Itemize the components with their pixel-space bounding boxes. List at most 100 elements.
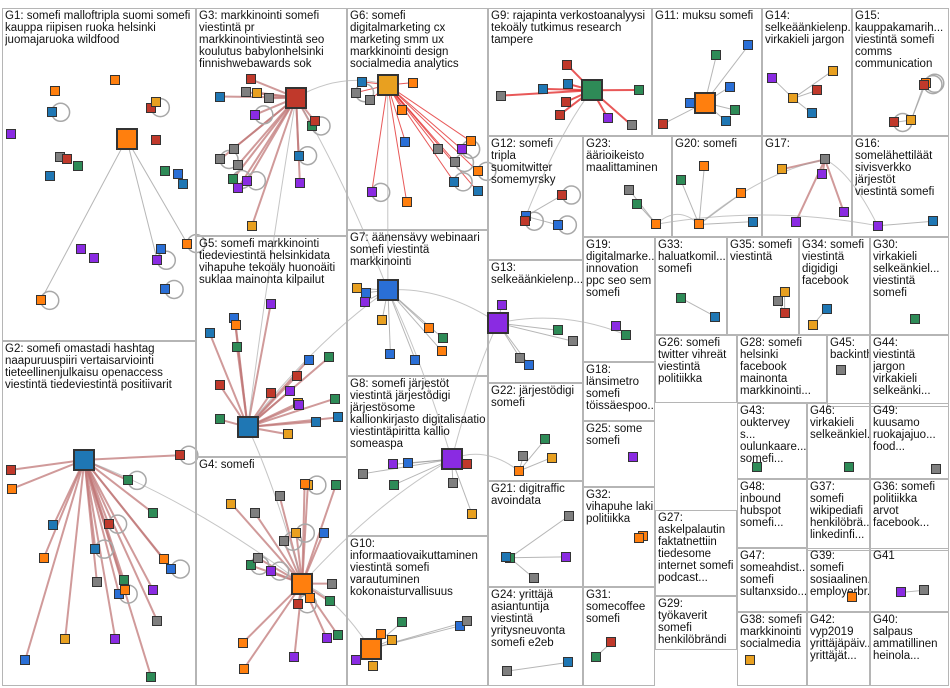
group-g27: G27: askelpalautin faktatnettiin tiedeso… bbox=[655, 510, 737, 596]
graph-node bbox=[472, 186, 483, 197]
intra-group-edge bbox=[208, 332, 249, 428]
graph-node bbox=[152, 615, 163, 626]
graph-node bbox=[743, 40, 754, 51]
graph-node bbox=[736, 188, 747, 199]
graph-node bbox=[606, 637, 617, 648]
graph-node bbox=[291, 370, 302, 381]
graph-node bbox=[540, 434, 551, 445]
graph-node bbox=[215, 91, 226, 102]
group-label: G14: selkeäänkielenp... virkakieli jargo… bbox=[765, 10, 851, 46]
group-label: G19: digitalmarke... innovation ppc seo … bbox=[586, 239, 654, 299]
group-label: G1: somefi malloftripla suomi somefi kau… bbox=[5, 10, 191, 46]
graph-node bbox=[350, 655, 361, 666]
graph-node bbox=[896, 587, 907, 598]
graph-node bbox=[751, 462, 762, 473]
graph-node bbox=[250, 508, 261, 519]
intra-group-edge bbox=[387, 84, 462, 150]
intra-group-edge bbox=[242, 583, 304, 670]
graph-node bbox=[529, 573, 539, 584]
group-g4: G4: somefi bbox=[196, 457, 347, 686]
graph-node bbox=[568, 336, 579, 347]
group-label: G27: askelpalautin faktatnettiin tiedeso… bbox=[658, 512, 734, 584]
graph-node bbox=[554, 109, 565, 120]
graph-node bbox=[524, 360, 535, 371]
group-label: G48: inbound hubspot somefi... bbox=[740, 481, 784, 529]
group-label: G47: someahdist... somefi sultanxsido... bbox=[740, 550, 806, 598]
group-label: G16: somelähettiläät sivisverkko järjest… bbox=[855, 138, 935, 198]
graph-node bbox=[48, 520, 59, 531]
graph-node bbox=[266, 387, 277, 398]
graph-node bbox=[928, 216, 939, 227]
graph-node bbox=[285, 385, 296, 396]
group-label: G40: salpaus ammatillinen heinola... bbox=[873, 614, 938, 662]
group-label: G5: somefi markkinointi tiedeviestintä h… bbox=[199, 238, 336, 286]
graph-node bbox=[919, 585, 930, 596]
graph-node bbox=[214, 414, 225, 425]
graph-node bbox=[397, 617, 408, 628]
graph-node bbox=[888, 117, 899, 128]
graph-node bbox=[324, 596, 335, 607]
group-g29: G29: työkaverit somefi henkilöbrändi bbox=[655, 596, 737, 650]
group-g28: G28: somefi helsinki facebook mainonta m… bbox=[737, 335, 827, 403]
inter-group-edge bbox=[301, 458, 452, 584]
graph-node bbox=[389, 479, 400, 490]
intra-group-edge bbox=[234, 324, 249, 428]
graph-node bbox=[351, 283, 362, 294]
graph-node bbox=[350, 87, 361, 98]
group-g9: G9: rajapinta verkostoanalyysi tekoäly t… bbox=[488, 8, 652, 136]
graph-node bbox=[283, 429, 294, 440]
intra-group-edge bbox=[518, 438, 546, 472]
graph-node bbox=[327, 578, 338, 589]
graph-node bbox=[684, 97, 695, 108]
graph-node bbox=[249, 109, 260, 120]
intra-group-edge bbox=[387, 84, 479, 172]
graph-node bbox=[387, 459, 398, 470]
graph-node bbox=[182, 238, 193, 249]
group-g8: G8: somefi järjestöt viestintä järjestöd… bbox=[347, 376, 488, 536]
graph-node bbox=[293, 598, 304, 609]
graph-node bbox=[214, 380, 225, 390]
group-label: G31: somecoffee somefi bbox=[586, 589, 646, 625]
graph-node bbox=[90, 544, 101, 555]
group-label: G8: somefi järjestöt viestintä järjestöd… bbox=[350, 378, 486, 450]
group-g17: G17: bbox=[762, 136, 852, 237]
graph-node bbox=[158, 553, 169, 564]
graph-node bbox=[694, 219, 705, 230]
graph-node bbox=[495, 90, 506, 101]
intra-group-edge bbox=[251, 97, 298, 226]
graph-node bbox=[808, 319, 819, 330]
graph-node bbox=[819, 154, 830, 165]
graph-node bbox=[146, 671, 157, 682]
graph-node bbox=[318, 527, 329, 538]
group-label: G3: markkinointi somefi viestintä pr mar… bbox=[199, 10, 325, 70]
graph-node bbox=[304, 593, 315, 604]
group-g2: G2: somefi omastadi hashtag naapuruuspii… bbox=[2, 341, 196, 686]
intra-group-edge bbox=[371, 84, 389, 193]
group-g7: G7: äänensävy webinaari somefi viestintä… bbox=[347, 230, 488, 376]
graph-node bbox=[403, 458, 414, 469]
graph-node bbox=[724, 81, 735, 92]
graph-node bbox=[557, 190, 568, 201]
graph-node bbox=[408, 77, 419, 88]
graph-node bbox=[400, 137, 411, 147]
graph-node bbox=[375, 629, 386, 640]
group-label: G11: muksu somefi bbox=[655, 10, 754, 22]
hub-node bbox=[376, 278, 399, 301]
group-g33: G33: haluatkomil... somefi bbox=[655, 237, 727, 335]
group-label: G17: bbox=[765, 138, 790, 150]
graph-node bbox=[730, 105, 741, 116]
graph-node bbox=[60, 634, 71, 645]
graph-node bbox=[247, 220, 258, 231]
hub-node bbox=[236, 416, 259, 439]
group-g19: G19: digitalmarke... innovation ppc seo … bbox=[583, 237, 655, 362]
intra-group-edge bbox=[64, 459, 86, 640]
intra-group-edge bbox=[525, 215, 559, 226]
group-label: G38: somefi markkinointi socialmedia bbox=[740, 614, 802, 650]
graph-node bbox=[150, 134, 161, 145]
intra-group-edge bbox=[254, 512, 304, 585]
graph-node bbox=[621, 330, 632, 340]
group-label: G15: kauppakamarih... viestintä somefi c… bbox=[855, 10, 944, 70]
graph-node bbox=[806, 108, 817, 119]
group-label: G20: somefi bbox=[675, 138, 737, 150]
graph-node bbox=[465, 136, 476, 147]
